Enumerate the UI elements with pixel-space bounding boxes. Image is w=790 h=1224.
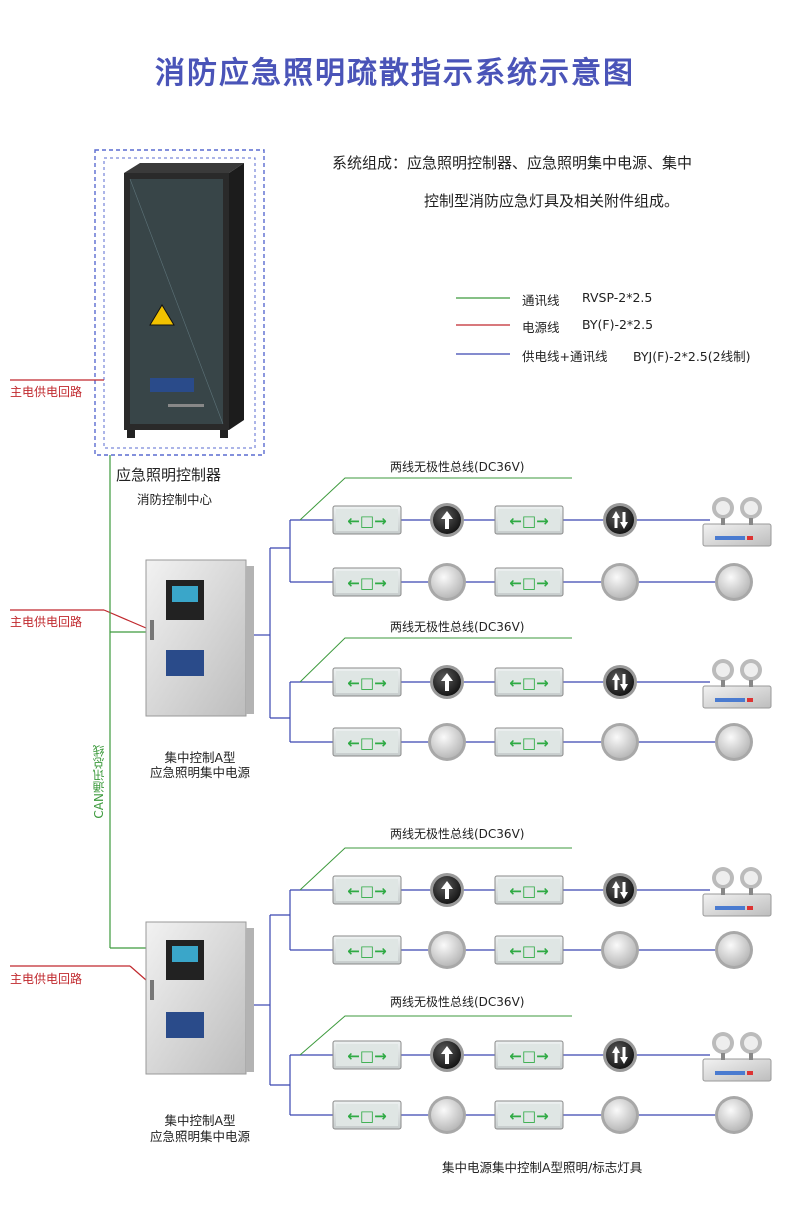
- legend-name-power: 电源线: [522, 320, 560, 335]
- twin-emergency-lamp-icon: [702, 658, 772, 709]
- ceiling-light-icon: [715, 723, 753, 761]
- ceiling-light-icon: [428, 931, 466, 969]
- ceiling-light-icon: [428, 723, 466, 761]
- exit-sign-icon: [494, 935, 564, 965]
- ceiling-light-icon: [428, 563, 466, 601]
- ceiling-light-icon: [601, 931, 639, 969]
- system-desc-line1: 系统组成：应急照明控制器、应急照明集中电源、集中: [332, 154, 693, 172]
- exit-sign-icon: [332, 1040, 402, 1070]
- ceiling-light-icon: [715, 563, 753, 601]
- legend-spec-supply-comm: BYJ(F)-2*2.5(2线制): [633, 349, 751, 364]
- twin-emergency-lamp-icon: [702, 866, 772, 917]
- exit-sign-icon: [494, 1100, 564, 1130]
- exit-sign-icon: [332, 505, 402, 535]
- exit-sign-icon: [332, 875, 402, 905]
- twin-emergency-lamp-icon: [702, 496, 772, 547]
- exit-sign-icon: [494, 875, 564, 905]
- exit-sign-icon: [494, 1040, 564, 1070]
- ceiling-light-icon: [715, 931, 753, 969]
- exit-sign-icon: [494, 667, 564, 697]
- legend-spec-comm: RVSP-2*2.5: [582, 290, 653, 305]
- main-power-label-1: 主电供电回路: [10, 385, 83, 399]
- arrow-updown-lamp-icon: [603, 1038, 637, 1072]
- main-power-label-2: 主电供电回路: [10, 615, 83, 629]
- exit-sign-icon: [494, 727, 564, 757]
- twin-emergency-lamp-icon: [702, 1031, 772, 1082]
- footer-label: 集中电源集中控制A型照明/标志灯具: [442, 1160, 643, 1175]
- power-unit-1-line1: 集中控制A型: [164, 750, 236, 765]
- bus-label-3: 两线无极性总线(DC36V): [390, 827, 525, 841]
- exit-sign-icon: [332, 727, 402, 757]
- controller-cabinet: [124, 163, 244, 438]
- exit-sign-icon: [332, 667, 402, 697]
- power-unit-2-line1: 集中控制A型: [164, 1113, 236, 1128]
- page-title: 消防应急照明疏散指示系统示意图: [155, 56, 635, 91]
- power-unit-cabinet-1: [145, 559, 254, 717]
- power-unit-2-line2: 应急照明集中电源: [149, 1129, 250, 1144]
- exit-sign-icon: [494, 505, 564, 535]
- exit-sign-icon: [494, 567, 564, 597]
- controller-subtitle: 消防控制中心: [137, 492, 213, 507]
- arrow-up-lamp-icon: [430, 503, 464, 537]
- ceiling-light-icon: [601, 723, 639, 761]
- ceiling-light-icon: [715, 1096, 753, 1134]
- arrow-updown-lamp-icon: [603, 665, 637, 699]
- ceiling-light-icon: [601, 563, 639, 601]
- legend-spec-power: BY(F)-2*2.5: [582, 317, 654, 332]
- power-unit-cabinet-2: [145, 921, 254, 1075]
- arrow-updown-lamp-icon: [603, 503, 637, 537]
- power-unit-1-line2: 应急照明集中电源: [149, 765, 250, 780]
- arrow-up-lamp-icon: [430, 873, 464, 907]
- ceiling-light-icon: [601, 1096, 639, 1134]
- bus-label-1: 两线无极性总线(DC36V): [390, 460, 525, 474]
- arrow-updown-lamp-icon: [603, 873, 637, 907]
- exit-sign-icon: [332, 935, 402, 965]
- exit-sign-icon: [332, 567, 402, 597]
- bus-label-4: 两线无极性总线(DC36V): [390, 995, 525, 1009]
- arrow-up-lamp-icon: [430, 665, 464, 699]
- exit-sign-icon: [332, 1100, 402, 1130]
- arrow-up-lamp-icon: [430, 1038, 464, 1072]
- bus-label-2: 两线无极性总线(DC36V): [390, 620, 525, 634]
- controller-title: 应急照明控制器: [116, 466, 222, 484]
- ceiling-light-icon: [428, 1096, 466, 1134]
- system-desc-line2: 控制型消防应急灯具及相关附件组成。: [424, 192, 680, 210]
- legend-name-supply-comm: 供电线+通讯线: [522, 349, 608, 364]
- legend-name-comm: 通讯线: [522, 293, 560, 308]
- main-power-label-3: 主电供电回路: [10, 972, 83, 986]
